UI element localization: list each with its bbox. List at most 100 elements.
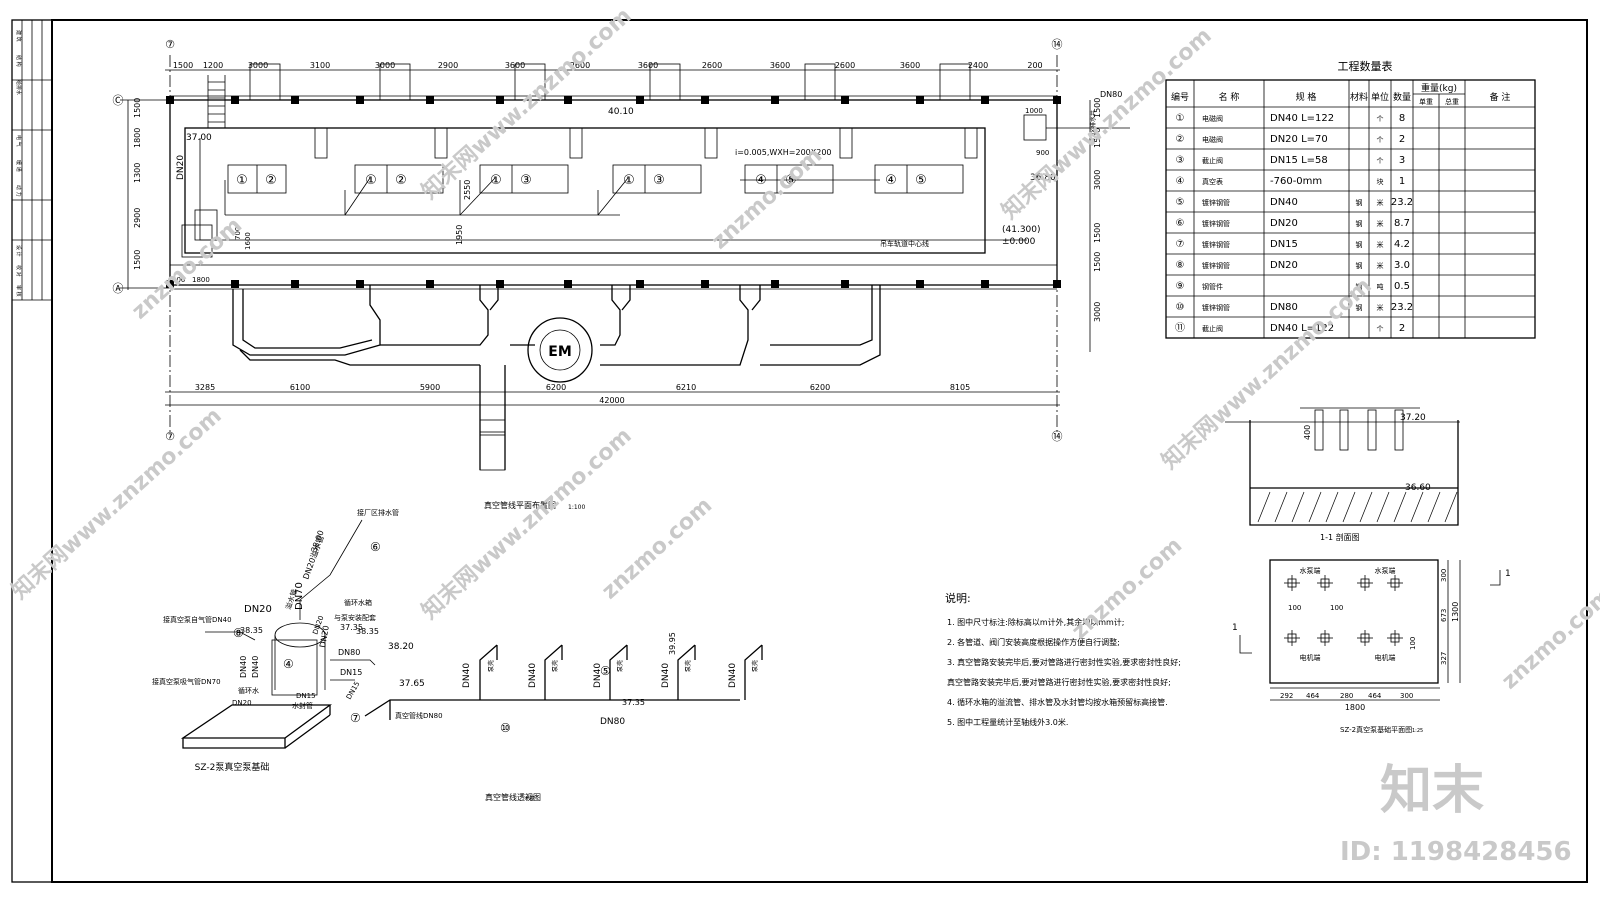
- iso-label: DN80: [600, 717, 625, 727]
- section-title: 1-1 剖面图: [1320, 532, 1360, 542]
- pump-iso-label: ④: [283, 657, 294, 671]
- iso-pipe-label: DN40: [593, 663, 603, 688]
- brand-id: ID: 1198428456: [1340, 837, 1572, 867]
- column: [1053, 280, 1061, 288]
- valve-marker: ④: [885, 173, 897, 188]
- valve-marker: ①: [236, 173, 248, 188]
- title-block-cell: 动 力: [15, 185, 22, 197]
- left-dimension: 1300: [133, 163, 142, 183]
- table-cell: 米: [1377, 240, 1384, 249]
- table-cell: 米: [1377, 261, 1384, 270]
- valve-marker: ①: [623, 173, 635, 188]
- bottom-dimension: 8105: [950, 383, 970, 392]
- slope-label: i=0.005,WXH=200X200: [735, 148, 832, 157]
- pump-iso-label: 38.35: [356, 627, 379, 636]
- base-dimension: 1800: [1345, 703, 1365, 712]
- table-cell: 2: [1399, 323, 1405, 334]
- top-dimension: 3600: [900, 61, 920, 70]
- column: [291, 96, 299, 104]
- pump-iso-label: DN20: [318, 625, 331, 649]
- table-cell: ⑤: [1176, 197, 1185, 208]
- table-cell: 吨: [1377, 282, 1384, 291]
- pump-iso-label: ⑥: [370, 540, 381, 554]
- base-dimension: 300: [1440, 569, 1448, 582]
- watermark-text: znzmo.com: [707, 143, 827, 254]
- column: [231, 96, 239, 104]
- iso-pipe-label: DN40: [528, 663, 538, 688]
- pump-iso-label: DN15: [345, 680, 362, 701]
- valve-marker: ④: [755, 173, 767, 188]
- table-cell: 8.7: [1394, 218, 1410, 229]
- column: [166, 280, 174, 288]
- pump-iso-label: 37.35: [340, 623, 363, 632]
- table-cell: -760-0mm: [1270, 176, 1322, 187]
- pump-iso-label: 38.35: [240, 626, 263, 635]
- iso-pipe-label: DN40: [728, 663, 738, 688]
- note-item: 1. 图中尺寸标注:除标高以m计外,其余均以mm计;: [947, 617, 1125, 627]
- dimension: 400: [172, 276, 185, 284]
- table-cell: DN40 L=122: [1270, 113, 1334, 124]
- table-cell: 电磁阀: [1202, 114, 1223, 123]
- title-block-cell: 暖 通: [15, 160, 22, 172]
- table-cell: 米: [1377, 303, 1384, 312]
- table-cell: DN15 L=58: [1270, 155, 1328, 166]
- table-cell: 镀锌钢管: [1202, 303, 1230, 312]
- pipe-label: DN80: [1100, 90, 1122, 99]
- bottom-dimension: 5900: [420, 383, 440, 392]
- elevation-label: 36.60: [1405, 483, 1431, 493]
- pump-iso-label: 与泵安装配套: [334, 613, 376, 622]
- base-dimension: 280: [1340, 692, 1353, 700]
- top-dimension: 2600: [835, 61, 855, 70]
- base-label: 电机端: [1300, 653, 1321, 662]
- table-cell: 块: [1377, 177, 1384, 186]
- base-dimension: 327: [1440, 652, 1448, 665]
- table-header: 材料: [1350, 91, 1368, 103]
- table-cell: 8: [1399, 113, 1405, 124]
- iso-label: 真空管线DN80: [395, 711, 443, 720]
- column: [636, 96, 644, 104]
- top-dimension: 3600: [638, 61, 658, 70]
- table-cell: 23.2: [1391, 197, 1413, 208]
- table-cell: DN20: [1270, 260, 1298, 271]
- column: [231, 280, 239, 288]
- elevation-label: 37.00: [186, 133, 212, 143]
- table-cell: 镀锌钢管: [1202, 198, 1230, 207]
- table-cell: DN20: [1270, 218, 1298, 229]
- title-block-cell: 设 计: [15, 245, 22, 257]
- watermark-text: znzmo.com: [597, 493, 717, 604]
- base-dimension: 100: [1330, 604, 1343, 612]
- pump-iso-label: DN70: [294, 582, 305, 610]
- table-cell: 钢: [1356, 282, 1363, 291]
- table-cell: DN20 L=70: [1270, 134, 1328, 145]
- valve-marker: ②: [265, 173, 277, 188]
- table-cell: 4.2: [1394, 239, 1410, 250]
- title-block-cell: 电 气: [15, 135, 22, 147]
- watermark-text: znzmo.com: [1067, 533, 1187, 644]
- column: [916, 96, 924, 104]
- iso-pump-label: 泵壳: [551, 660, 559, 672]
- table-cell: 米: [1377, 198, 1384, 207]
- sheet-inner-border: [51, 19, 1588, 883]
- table-cell: DN40: [1270, 197, 1298, 208]
- elevation-label: 37.20: [1400, 413, 1426, 423]
- dimension: 1800: [192, 276, 210, 284]
- iso-pump-label: 泵壳: [684, 660, 692, 672]
- note-item: 5. 图中工程量统计至轴线外3.0米.: [947, 717, 1068, 727]
- pump-iso-label: DN20: [244, 604, 272, 615]
- base-title: SZ-2真空泵基础平面图: [1340, 725, 1412, 734]
- pump-iso-label: DN40: [251, 656, 260, 678]
- iso-elevation: 39.95: [668, 632, 677, 655]
- top-dimension: 1200: [203, 61, 223, 70]
- top-dimension: 2400: [968, 61, 988, 70]
- plan-scale: 1:100: [568, 504, 585, 511]
- table-cell: 个: [1377, 325, 1384, 333]
- watermark-text: 知末网www.znzmo.com: [1157, 273, 1377, 475]
- pump-iso-label: ⑧: [233, 626, 244, 640]
- valve-marker: ①: [490, 173, 502, 188]
- table-cell: 钢: [1356, 219, 1363, 228]
- vacuum-iso-view: [364, 644, 763, 720]
- axis-label: ⑭: [1052, 38, 1063, 51]
- column: [426, 96, 434, 104]
- dimension: 400: [1303, 425, 1312, 440]
